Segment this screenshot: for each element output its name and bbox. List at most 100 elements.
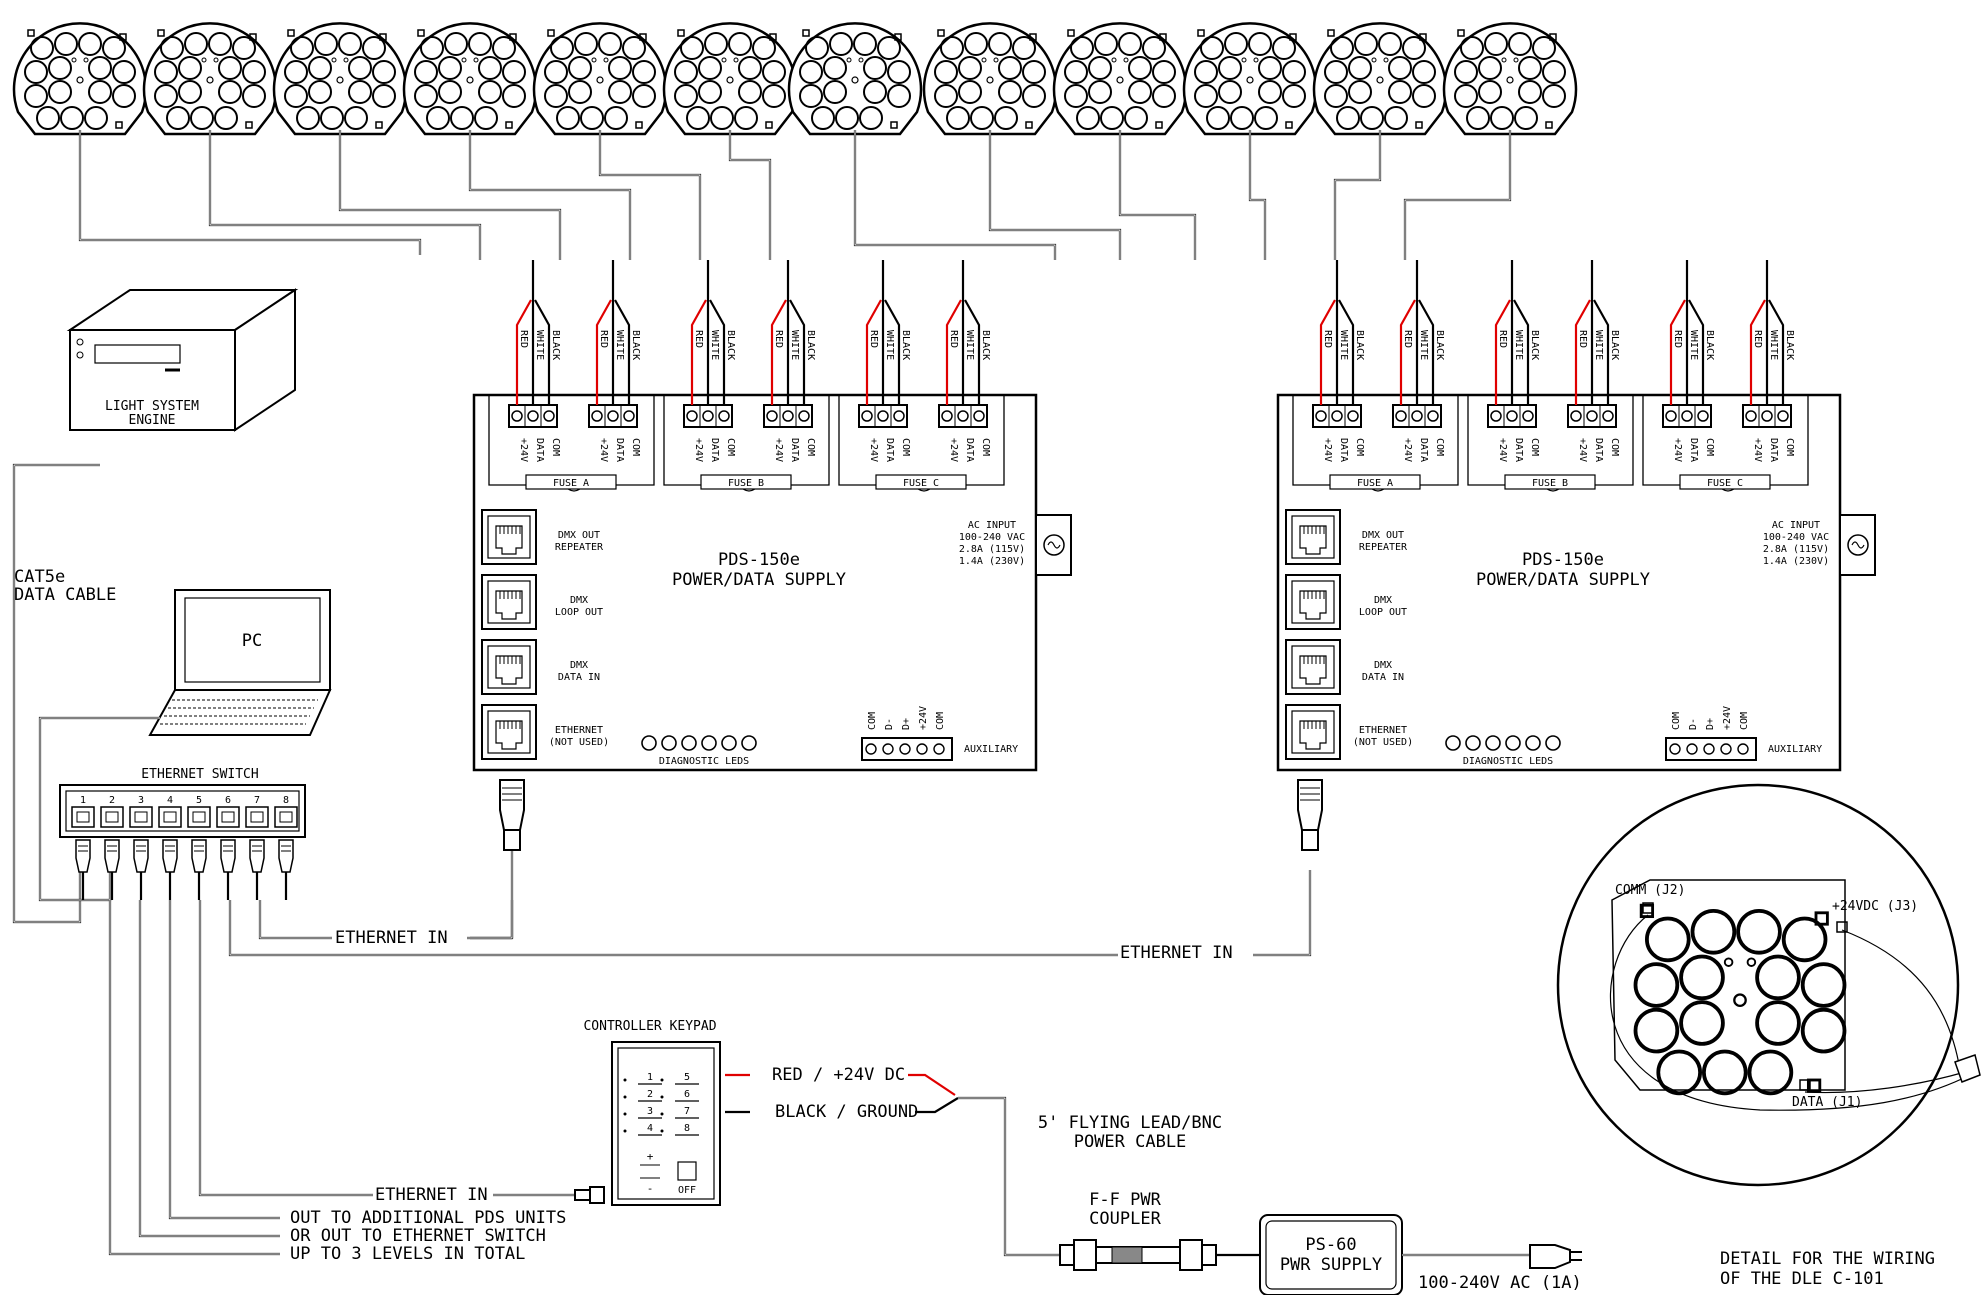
detail-caption-2: OF THE DLE C-101 [1720,1269,1884,1289]
terminal-label-v24: +24V [1402,438,1413,462]
pds-subtitle: POWER/DATA SUPPLY [672,570,846,590]
terminal-label-com: COM [725,438,736,456]
detail-caption-1: DETAIL FOR THE WIRING [1720,1249,1935,1269]
terminal-block [1742,404,1792,428]
terminal-label-com: COM [1529,438,1540,456]
detail-data-label: DATA (J1) [1792,1095,1862,1110]
aux-pin-label: COM [1671,712,1682,730]
ac-input-label: 100-240 VAC [959,532,1025,543]
terminal-label-v24: +24V [1752,438,1763,462]
wire-label-black: BLACK [900,330,911,360]
led-fixture [1182,22,1318,136]
port-label-line1: DMX [1374,660,1392,671]
pc-label: PC [242,631,262,651]
ac-input-label: 2.8A (115V) [1763,544,1829,555]
switch-port-number: 4 [167,795,173,806]
terminal-label-data: DATA [964,438,975,462]
rj45-port [481,704,537,760]
wire-label-white: WHITE [1338,330,1349,360]
port-label-line2: REPEATER [1359,542,1408,553]
fixture-row [12,22,1578,136]
wire-label-white: WHITE [1688,330,1699,360]
wire-label-red: RED [1322,330,1333,348]
switch-port [245,806,269,828]
wire-label-red: RED [773,330,784,348]
ac-input-label: 1.4A (230V) [1763,556,1829,567]
auxiliary-label: AUXILIARY [1768,744,1822,755]
pc-laptop: PC [148,589,332,736]
switch-port-number: 3 [138,795,144,806]
terminal-label-com: COM [1354,438,1365,456]
wire-label-white: WHITE [534,330,545,360]
keypad-key-label: 4 [647,1123,653,1134]
terminal-block [588,404,638,428]
terminal-block [1487,404,1537,428]
aux-pin-label: D- [1688,718,1699,730]
rj45-port [481,574,537,630]
terminal-label-v24: +24V [868,438,879,462]
light-system-engine: LIGHT SYSTEM ENGINE [66,288,299,432]
terminal-label-v24: +24V [693,438,704,462]
diagnostic-led [1485,735,1501,751]
led-fixture [402,22,538,136]
ethernet-in-keypad-label: ETHERNET IN [375,1185,488,1205]
aux-pin-label: COM [867,712,878,730]
terminal-label-com: COM [1434,438,1445,456]
terminal-label-v24: +24V [598,438,609,462]
wire-label-white: WHITE [964,330,975,360]
keypad-black-wire-label: BLACK / GROUND [775,1102,918,1122]
cable-label-1: CAT5e [14,567,65,587]
diagnostic-leds-label: DIAGNOSTIC LEDS [1463,756,1553,767]
fuse-label: FUSE B [1532,478,1568,489]
terminal-block [1392,404,1442,428]
wire-label-black: BLACK [1529,330,1540,360]
engine-label-2: ENGINE [129,413,176,428]
led-fixture [1312,22,1448,136]
diagnostic-led [1465,735,1481,751]
terminal-block [508,404,558,428]
switch-port [71,806,95,828]
led-fixture [1442,22,1578,136]
flying-lead-label-2: POWER CABLE [1074,1132,1187,1152]
wire-label-red: RED [1577,330,1588,348]
wire-label-red: RED [868,330,879,348]
keypad-minus: - [647,1182,654,1195]
switch-port-number: 2 [109,795,115,806]
engine-label-1: LIGHT SYSTEM [105,399,199,414]
port-label-line1: DMX OUT [558,530,600,541]
port-label-line1: DMX [570,595,588,606]
diagnostic-led [721,735,737,751]
terminal-block [683,404,733,428]
led-fixture [787,22,923,136]
terminal-label-com: COM [1609,438,1620,456]
keypad-key-label: 5 [684,1072,690,1083]
diagnostic-led [1445,735,1461,751]
rj45-port [481,509,537,565]
wire-label-black: BLACK [1434,330,1445,360]
detail-24v-label: +24VDC (J3) [1832,899,1918,914]
fuse-label: FUSE C [1707,478,1743,489]
switch-port-number: 8 [283,795,289,806]
ac-input-label: 2.8A (115V) [959,544,1025,555]
fuse-label: FUSE B [728,478,764,489]
terminal-label-data: DATA [1593,438,1604,462]
fuse-label: FUSE A [1357,478,1393,489]
auxiliary-terminal [1665,737,1757,761]
terminal-label-data: DATA [534,438,545,462]
led-fixture [922,22,1058,136]
terminal-label-data: DATA [884,438,895,462]
port-label-line1: DMX [570,660,588,671]
switch-wires [108,870,1312,1256]
terminal-block [1312,404,1362,428]
pds-subtitle: POWER/DATA SUPPLY [1476,570,1650,590]
keypad-off-label: OFF [678,1185,696,1196]
terminal-label-v24: +24V [773,438,784,462]
terminal-label-v24: +24V [1577,438,1588,462]
ps60-power-supply: PS-60 PWR SUPPLY [1259,1214,1403,1295]
switch-port-number: 5 [196,795,202,806]
cable-label-2: DATA CABLE [14,585,116,605]
ps60-ac-label: 100-240V AC (1A) [1418,1273,1582,1293]
terminal-label-com: COM [900,438,911,456]
